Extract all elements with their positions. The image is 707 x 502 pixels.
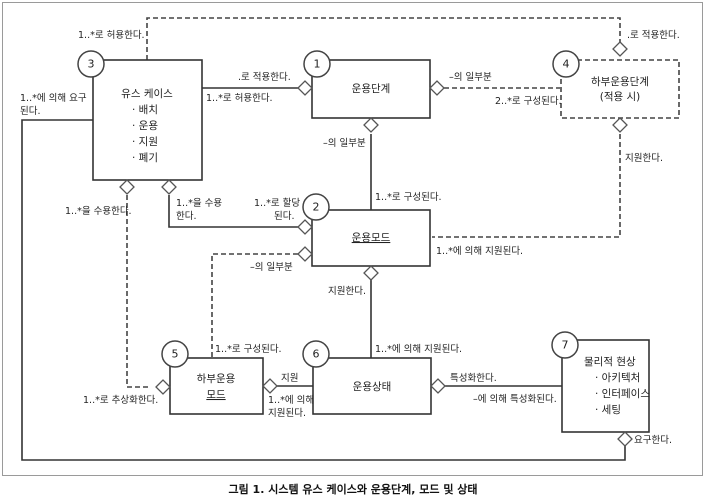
node-number-text: 4: [563, 58, 570, 71]
box-operational-state: [312, 357, 432, 415]
operational-phase-title: 운용단계: [352, 83, 391, 95]
node-number-3: 3: [77, 50, 105, 78]
label-2-6-supported-by: 1..*에 의해 지원된다.: [375, 343, 462, 355]
use-case-title: 유스 케이스: [121, 88, 173, 100]
diamond-2-bottom: [363, 265, 379, 281]
sub-operational-phase-title: 하부운용단계: [591, 75, 649, 88]
box-operational-mode: [311, 209, 431, 267]
figure-caption: 그림 1. 시스템 유스 케이스와 운용단계, 모드 및 상태: [228, 482, 477, 496]
diamond-1-right: [429, 80, 445, 96]
sub-operational-mode-subtitle: 모드: [206, 389, 226, 401]
label-3-1-applies: .로 적용한다.: [238, 71, 291, 83]
label-3-accepts-right: 1..*을 수용: [176, 198, 222, 209]
diamond-6-right: [430, 378, 446, 394]
label-5-6-supports: 지원: [281, 373, 298, 384]
connector-3-2: [168, 195, 298, 228]
physical-phenomena-item: · 인터페이스: [595, 388, 650, 400]
label-3-accepts-left: 1..*을 수용한다.: [65, 206, 132, 217]
box-physical-phenomena: [561, 339, 650, 433]
node-number-text: 7: [562, 339, 569, 352]
label-2-4-supported-by: 1..*에 의해 지원된다.: [436, 245, 523, 257]
label-5-6-supported-by-2: 지원된다.: [268, 407, 306, 419]
diamond-5-right: [262, 378, 278, 394]
label-1-4-composed: 2..*로 구성된다.: [495, 95, 562, 107]
label-3-accepts-right-2: 한다.: [176, 211, 197, 222]
label-6-7-characterizes: 특성화한다.: [450, 373, 497, 384]
sub-operational-mode-title: 하부운용: [197, 372, 236, 385]
node-number-text: 1: [314, 58, 321, 71]
node-number-6: 6: [302, 340, 330, 368]
label-1-4-part-of: –의 일부분: [449, 72, 492, 83]
label-5-abstracts: 1..*로 추상화한다.: [83, 395, 158, 406]
label-1-2-composed: 1..*로 구성된다.: [375, 191, 442, 203]
node-number-7: 7: [551, 331, 579, 359]
use-case-item: · 지원: [132, 136, 158, 148]
node-number-text: 2: [313, 201, 320, 214]
box-operational-phase: [311, 59, 431, 119]
label-4-applies: .로 적용한다.: [627, 29, 680, 41]
use-case-item: · 폐기: [132, 152, 158, 164]
diamond-2-left-lower: [297, 246, 313, 262]
box-sub-operational-mode: [169, 357, 264, 415]
connector-3-7: [21, 119, 626, 461]
connector-2-5: [211, 253, 298, 358]
node-number-text: 6: [313, 348, 320, 361]
use-case-item: · 배치: [132, 104, 158, 116]
label-3-allows: 1..*로 허용한다.: [78, 30, 145, 41]
connector-3-4: [146, 17, 621, 60]
label-3-required-by-2: 된다.: [20, 105, 41, 117]
diamond-1-left: [297, 80, 313, 96]
sub-operational-phase-subtitle: (적용 시): [600, 91, 641, 103]
label-2-allocated: 1..*로 할당: [254, 198, 300, 209]
node-number-2: 2: [302, 193, 330, 221]
label-3-required-by: 1..*에 의해 요구: [20, 92, 87, 104]
connector-3-5: [126, 195, 150, 388]
use-case-item: · 운용: [132, 120, 158, 132]
operational-state-title: 운용상태: [353, 381, 392, 393]
diamond-3-bottom-left: [119, 179, 135, 195]
physical-phenomena-item: · 세팅: [595, 404, 621, 416]
connector-4-2: [432, 134, 621, 238]
label-5-composed: 1..*로 구성된다.: [215, 343, 282, 355]
label-2-6-supports: 지원한다.: [328, 286, 366, 297]
diamond-2-left-upper: [297, 219, 313, 235]
label-3-1-allows: 1..*로 허용한다.: [206, 93, 273, 104]
label-6-7-characterized-by: –에 의해 특성화된다.: [473, 393, 557, 405]
diamond-7-bottom: [617, 431, 633, 447]
box-use-case: [92, 59, 203, 181]
node-number-1: 1: [303, 50, 331, 78]
diamond-5-left: [155, 379, 171, 395]
operational-mode-title: 운용모드: [352, 232, 391, 244]
label-7-requires: 요구한다.: [634, 435, 672, 446]
figure-frame: [2, 2, 703, 476]
label-4-supports: 지원한다.: [625, 153, 663, 164]
diamond-4-bottom: [612, 117, 628, 133]
node-number-text: 5: [172, 348, 179, 361]
diamond-4-top: [612, 41, 628, 57]
node-number-5: 5: [161, 340, 189, 368]
diamond-3-bottom-right: [161, 179, 177, 195]
label-2-allocated-2: 된다.: [274, 210, 295, 222]
physical-phenomena-item: · 아키텍처: [595, 372, 640, 384]
label-1-2-part-of: –의 일부분: [323, 138, 366, 149]
node-number-text: 3: [88, 58, 95, 71]
label-2-5-part-of: –의 일부분: [250, 262, 293, 273]
diamond-1-bottom: [363, 117, 379, 133]
physical-phenomena-title: 물리적 현상: [584, 356, 636, 368]
label-5-6-supported-by: 1..*에 의해: [268, 394, 314, 406]
node-number-4: 4: [552, 50, 580, 78]
